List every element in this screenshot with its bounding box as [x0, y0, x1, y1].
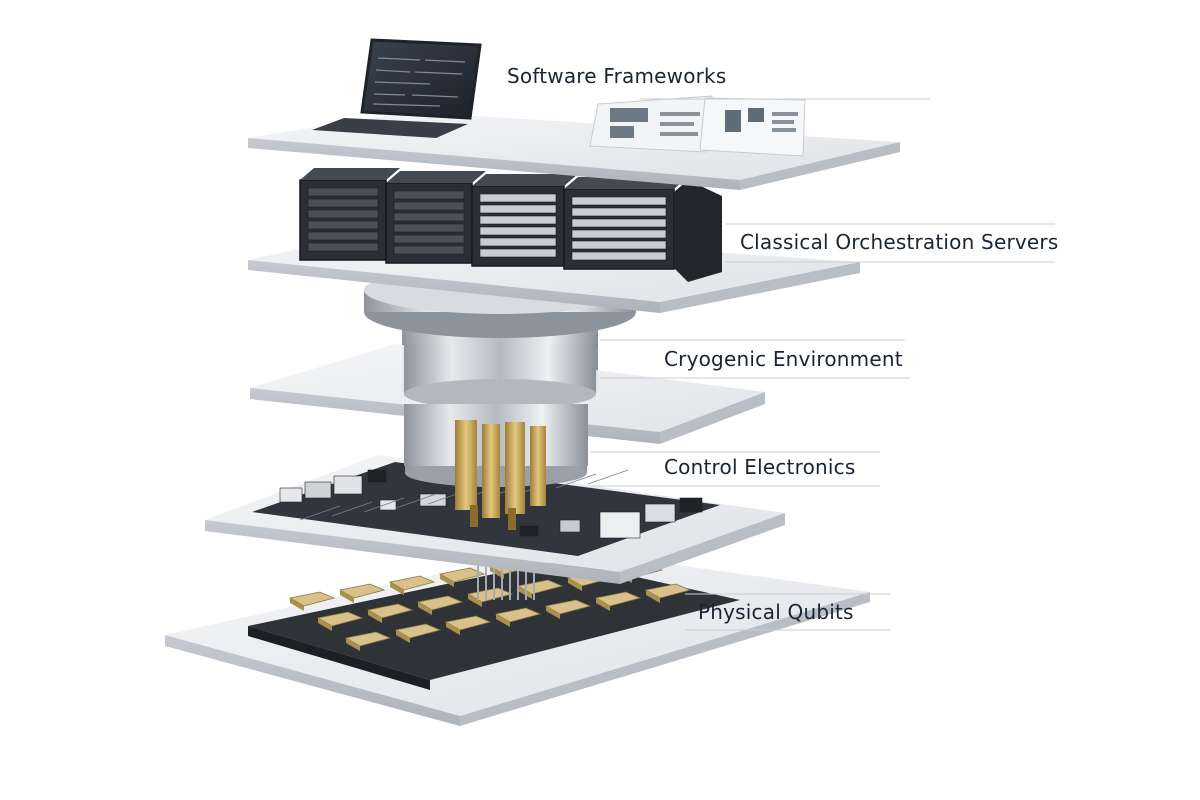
circuit-component: [519, 525, 539, 537]
label-classical-orchestration-servers: Classical Orchestration Servers: [740, 230, 1058, 254]
qubit-chip: [344, 631, 392, 651]
qubit-chip: [394, 623, 442, 643]
architecture-card-icon: [589, 95, 713, 153]
servers-platform-edge-right: [660, 262, 860, 313]
control-platform-edge: [205, 520, 620, 584]
circuit-component: [419, 493, 447, 507]
qubits-platform-edge: [165, 635, 460, 726]
cryo-canister-ring: [404, 379, 596, 409]
circuit-component: [304, 481, 332, 499]
control-platform-edge-right: [620, 513, 785, 584]
server-rack-group: [299, 168, 722, 282]
servers-platform-edge: [248, 260, 660, 313]
qubit-chip: [444, 615, 492, 635]
cryo-platform-edge-right: [660, 392, 765, 444]
circuit-component: [679, 497, 703, 513]
circuit-component: [559, 519, 581, 533]
server-rack: [385, 171, 486, 264]
label-software-frameworks: Software Frameworks: [507, 64, 726, 88]
cryo-layer: [250, 344, 765, 474]
qubits-layer: [165, 545, 870, 726]
server-rack: [471, 174, 578, 267]
software-platform-edge-right: [740, 142, 900, 190]
qubit-chip: [494, 607, 542, 627]
qubit-chip: [438, 567, 486, 587]
qubits-platform-edge-right: [460, 592, 870, 726]
circuit-component: [333, 475, 363, 495]
qubit-chip: [366, 603, 414, 623]
software-layer: [248, 38, 900, 190]
qubit-chip-board: [248, 560, 740, 680]
circuit-component: [644, 503, 676, 523]
leader-lines: [590, 98, 1055, 631]
qubit-chip: [388, 575, 436, 595]
qubit-chip: [316, 611, 364, 631]
flowchart-card-icon: [699, 97, 806, 157]
circuit-component: [379, 499, 397, 511]
qubit-chip: [644, 583, 692, 603]
servers-layer: [248, 168, 860, 313]
qubit-chip: [416, 595, 464, 615]
control-components: [279, 469, 703, 539]
software-platform-edge: [248, 138, 740, 190]
qubit-chip: [594, 591, 642, 611]
label-physical-qubits: Physical Qubits: [698, 600, 854, 624]
circuit-component: [599, 511, 641, 539]
server-rack: [563, 177, 688, 270]
server-rack: [299, 168, 400, 261]
laptop-icon: [312, 38, 482, 138]
qubit-chip: [338, 583, 386, 603]
label-control-electronics: Control Electronics: [664, 455, 855, 479]
gold-connector-bundle-upper: [455, 420, 546, 474]
qubit-chip: [288, 591, 336, 611]
qubit-chip-board-edge: [248, 626, 430, 690]
circuit-component: [367, 469, 387, 483]
qubit-chip: [544, 599, 592, 619]
label-cryogenic-environment: Cryogenic Environment: [664, 347, 903, 371]
circuit-component: [279, 487, 303, 503]
server-rack-side: [674, 180, 722, 282]
